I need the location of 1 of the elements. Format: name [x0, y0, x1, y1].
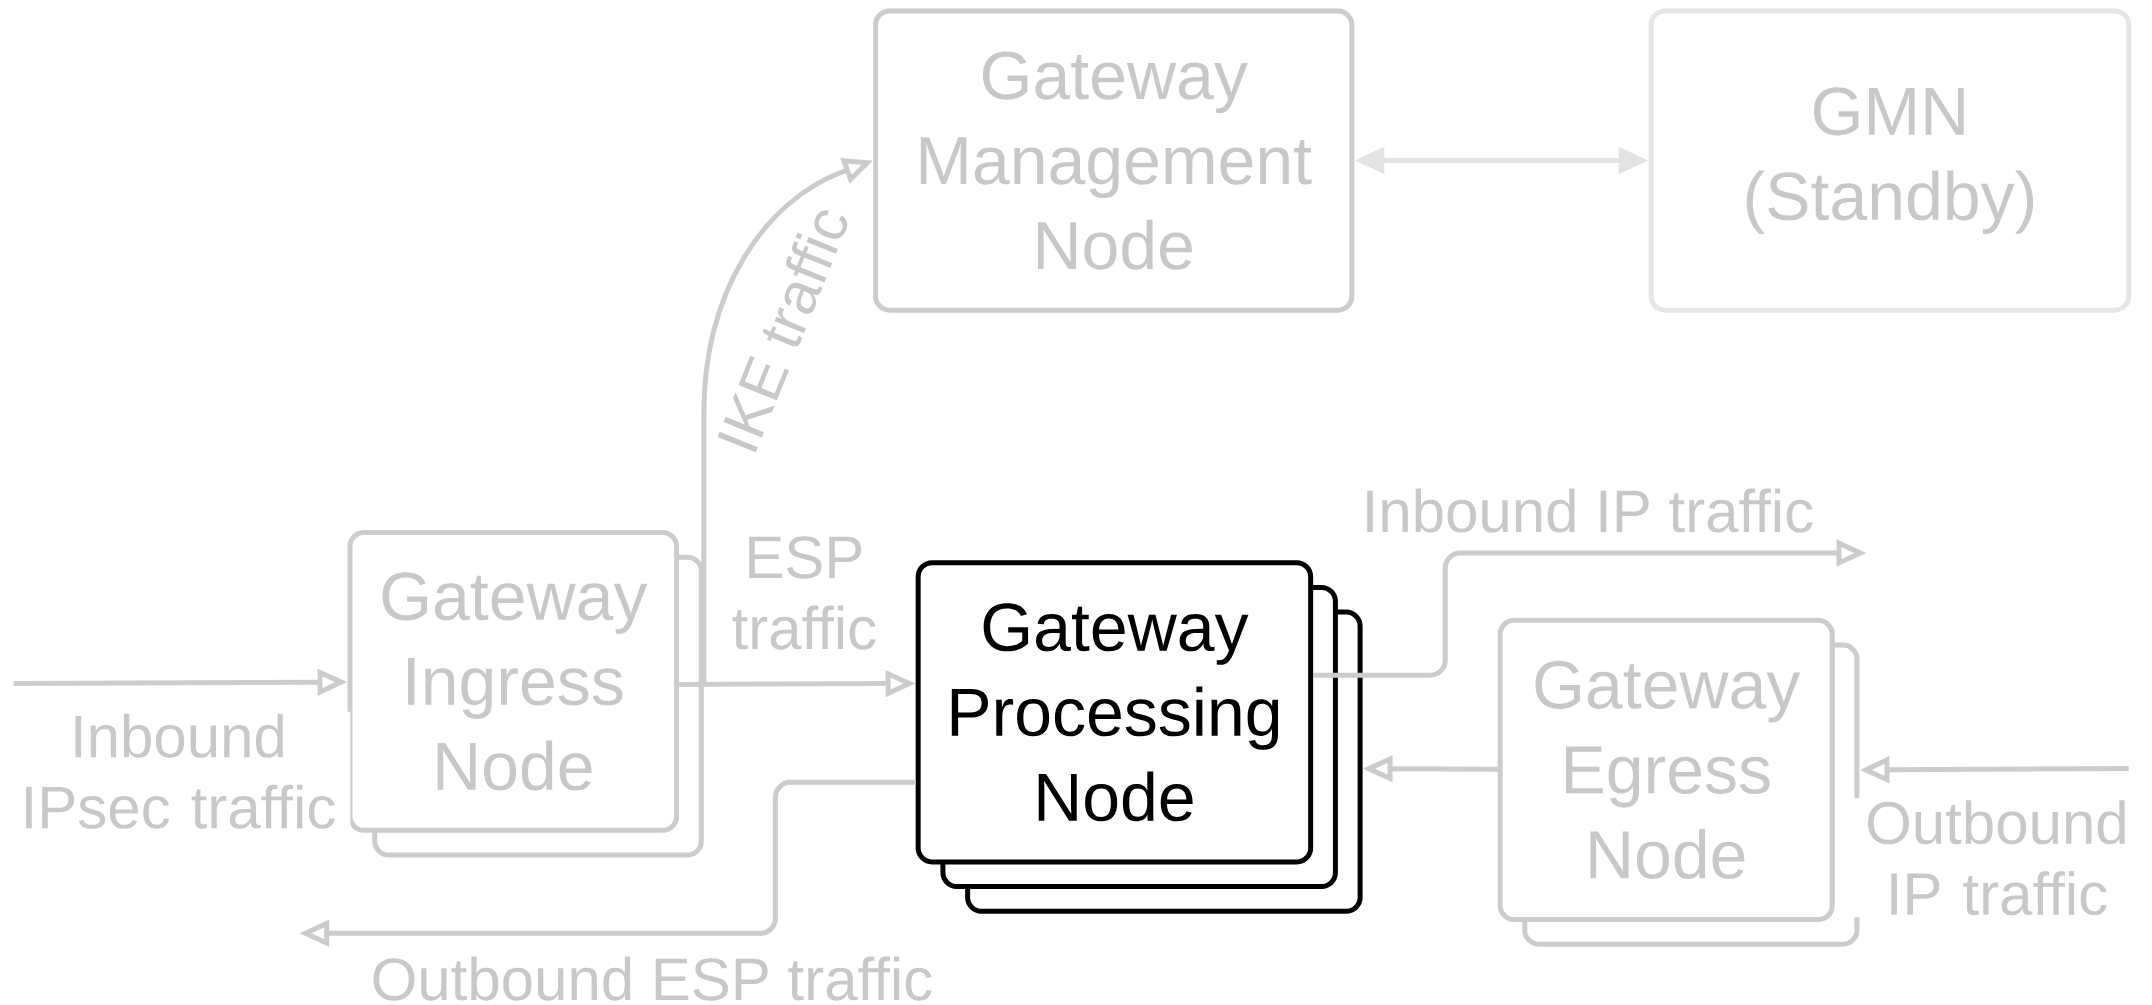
stacked-box: Gateway Processing Node — [915, 560, 1363, 914]
